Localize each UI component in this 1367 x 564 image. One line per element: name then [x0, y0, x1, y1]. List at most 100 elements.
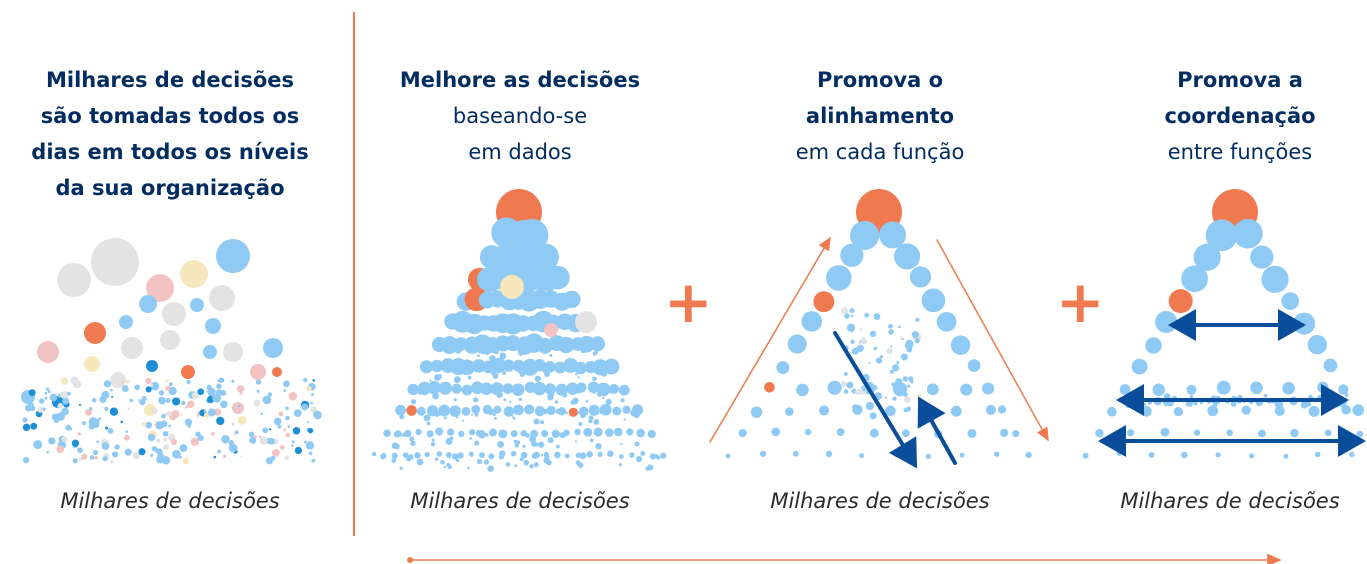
- decision-bubble: [267, 392, 273, 397]
- decision-bubble: [27, 398, 31, 402]
- decision-bubble: [203, 412, 210, 418]
- decision-bubble: [565, 348, 569, 352]
- decision-bubble: [605, 398, 612, 405]
- decision-bubble: [635, 455, 643, 463]
- decision-bubble: [738, 428, 747, 438]
- decision-bubble: [1233, 218, 1263, 249]
- decision-bubble: [457, 452, 464, 459]
- decision-bubble: [1095, 428, 1104, 438]
- decision-bubble: [1352, 404, 1365, 417]
- decision-bubble: [432, 392, 439, 400]
- decision-bubble: [993, 451, 1000, 457]
- decision-bubble: [603, 358, 620, 375]
- decision-bubble: [900, 353, 908, 361]
- panel-1: Milhares de decisões são tomadas todos o…: [0, 0, 340, 564]
- decision-bubble: [443, 416, 447, 420]
- decision-bubble: [107, 427, 114, 434]
- decision-bubble: [168, 424, 172, 428]
- decision-bubble: [1261, 265, 1289, 293]
- decision-bubble: [283, 428, 287, 432]
- decision-bubble: [423, 414, 431, 422]
- decision-bubble: [1145, 337, 1162, 354]
- decision-bubble: [171, 410, 180, 418]
- decision-bubble: [111, 395, 114, 398]
- decision-bubble: [437, 373, 443, 379]
- decision-bubble: [60, 391, 68, 399]
- decision-bubble: [649, 453, 657, 460]
- decision-bubble: [414, 452, 421, 459]
- decision-bubble: [453, 365, 460, 373]
- decision-bubble: [446, 428, 455, 436]
- decision-bubble: [1160, 427, 1170, 437]
- decision-bubble: [56, 445, 65, 454]
- decision-bubble: [836, 428, 845, 437]
- decision-bubble: [532, 381, 547, 396]
- decision-bubble: [216, 239, 250, 273]
- decision-bubble: [162, 302, 186, 326]
- decision-bubble: [112, 451, 119, 458]
- decision-bubble: [484, 432, 489, 437]
- decision-bubble: [1282, 381, 1295, 395]
- decision-bubble: [1127, 393, 1131, 397]
- decision-bubble: [138, 448, 146, 456]
- decision-bubble: [69, 427, 73, 431]
- decision-bubble: [77, 447, 83, 454]
- decision-bubble: [852, 404, 859, 411]
- decision-bubble: [22, 417, 28, 423]
- decision-bubble: [308, 451, 313, 456]
- decision-bubble: [461, 419, 464, 422]
- decision-bubble: [502, 383, 514, 394]
- decision-bubble: [903, 391, 908, 397]
- decision-bubble: [610, 389, 613, 393]
- decision-bubble: [868, 361, 871, 364]
- decision-bubble: [236, 385, 245, 393]
- decision-bubble: [563, 357, 579, 373]
- decision-bubble: [616, 409, 622, 414]
- decision-bubble: [620, 443, 623, 446]
- decision-bubble: [415, 428, 422, 436]
- decision-bubble: [285, 432, 291, 438]
- decision-bubble: [313, 416, 316, 419]
- decision-bubble: [168, 382, 173, 387]
- decision-bubble: [461, 407, 471, 416]
- decision-bubble: [291, 444, 294, 447]
- decision-bubble: [424, 451, 430, 458]
- decision-bubble: [39, 398, 45, 404]
- decision-bubble: [1308, 405, 1320, 417]
- decision-bubble: [88, 417, 98, 427]
- decision-bubble: [759, 450, 767, 457]
- decision-bubble: [165, 398, 171, 403]
- decision-bubble: [1338, 384, 1349, 395]
- decision-bubble: [47, 390, 51, 394]
- decision-bubble: [260, 412, 264, 416]
- decision-bubble: [409, 436, 415, 442]
- decision-bubble: [533, 359, 546, 372]
- panel-2-heading: Melhore as decisões baseando-se em dados: [370, 62, 670, 170]
- decision-bubble: [592, 376, 597, 382]
- decision-bubble: [104, 406, 109, 412]
- decision-bubble: [181, 447, 186, 452]
- decision-bubble: [391, 442, 399, 449]
- decision-bubble: [443, 465, 447, 469]
- decision-bubble: [596, 366, 599, 369]
- decision-bubble: [925, 453, 931, 460]
- decision-bubble: [293, 409, 302, 417]
- decision-bubble: [61, 407, 69, 416]
- decision-bubble: [904, 341, 913, 350]
- decision-bubble: [518, 397, 523, 402]
- decision-bubble: [453, 398, 457, 402]
- decision-bubble: [172, 397, 181, 406]
- decision-bubble: [851, 347, 859, 355]
- decision-bubble: [771, 427, 781, 437]
- alignment-diagonal-arrow-1: [833, 331, 918, 469]
- decision-bubble: [101, 442, 110, 450]
- decision-bubble: [181, 400, 186, 406]
- decision-bubble: [869, 412, 877, 420]
- decision-bubble: [258, 435, 262, 439]
- decision-bubble: [110, 372, 126, 388]
- decision-bubble: [272, 367, 282, 377]
- decision-bubble: [764, 381, 775, 393]
- decision-bubble: [426, 421, 431, 426]
- decision-bubble: [42, 407, 46, 411]
